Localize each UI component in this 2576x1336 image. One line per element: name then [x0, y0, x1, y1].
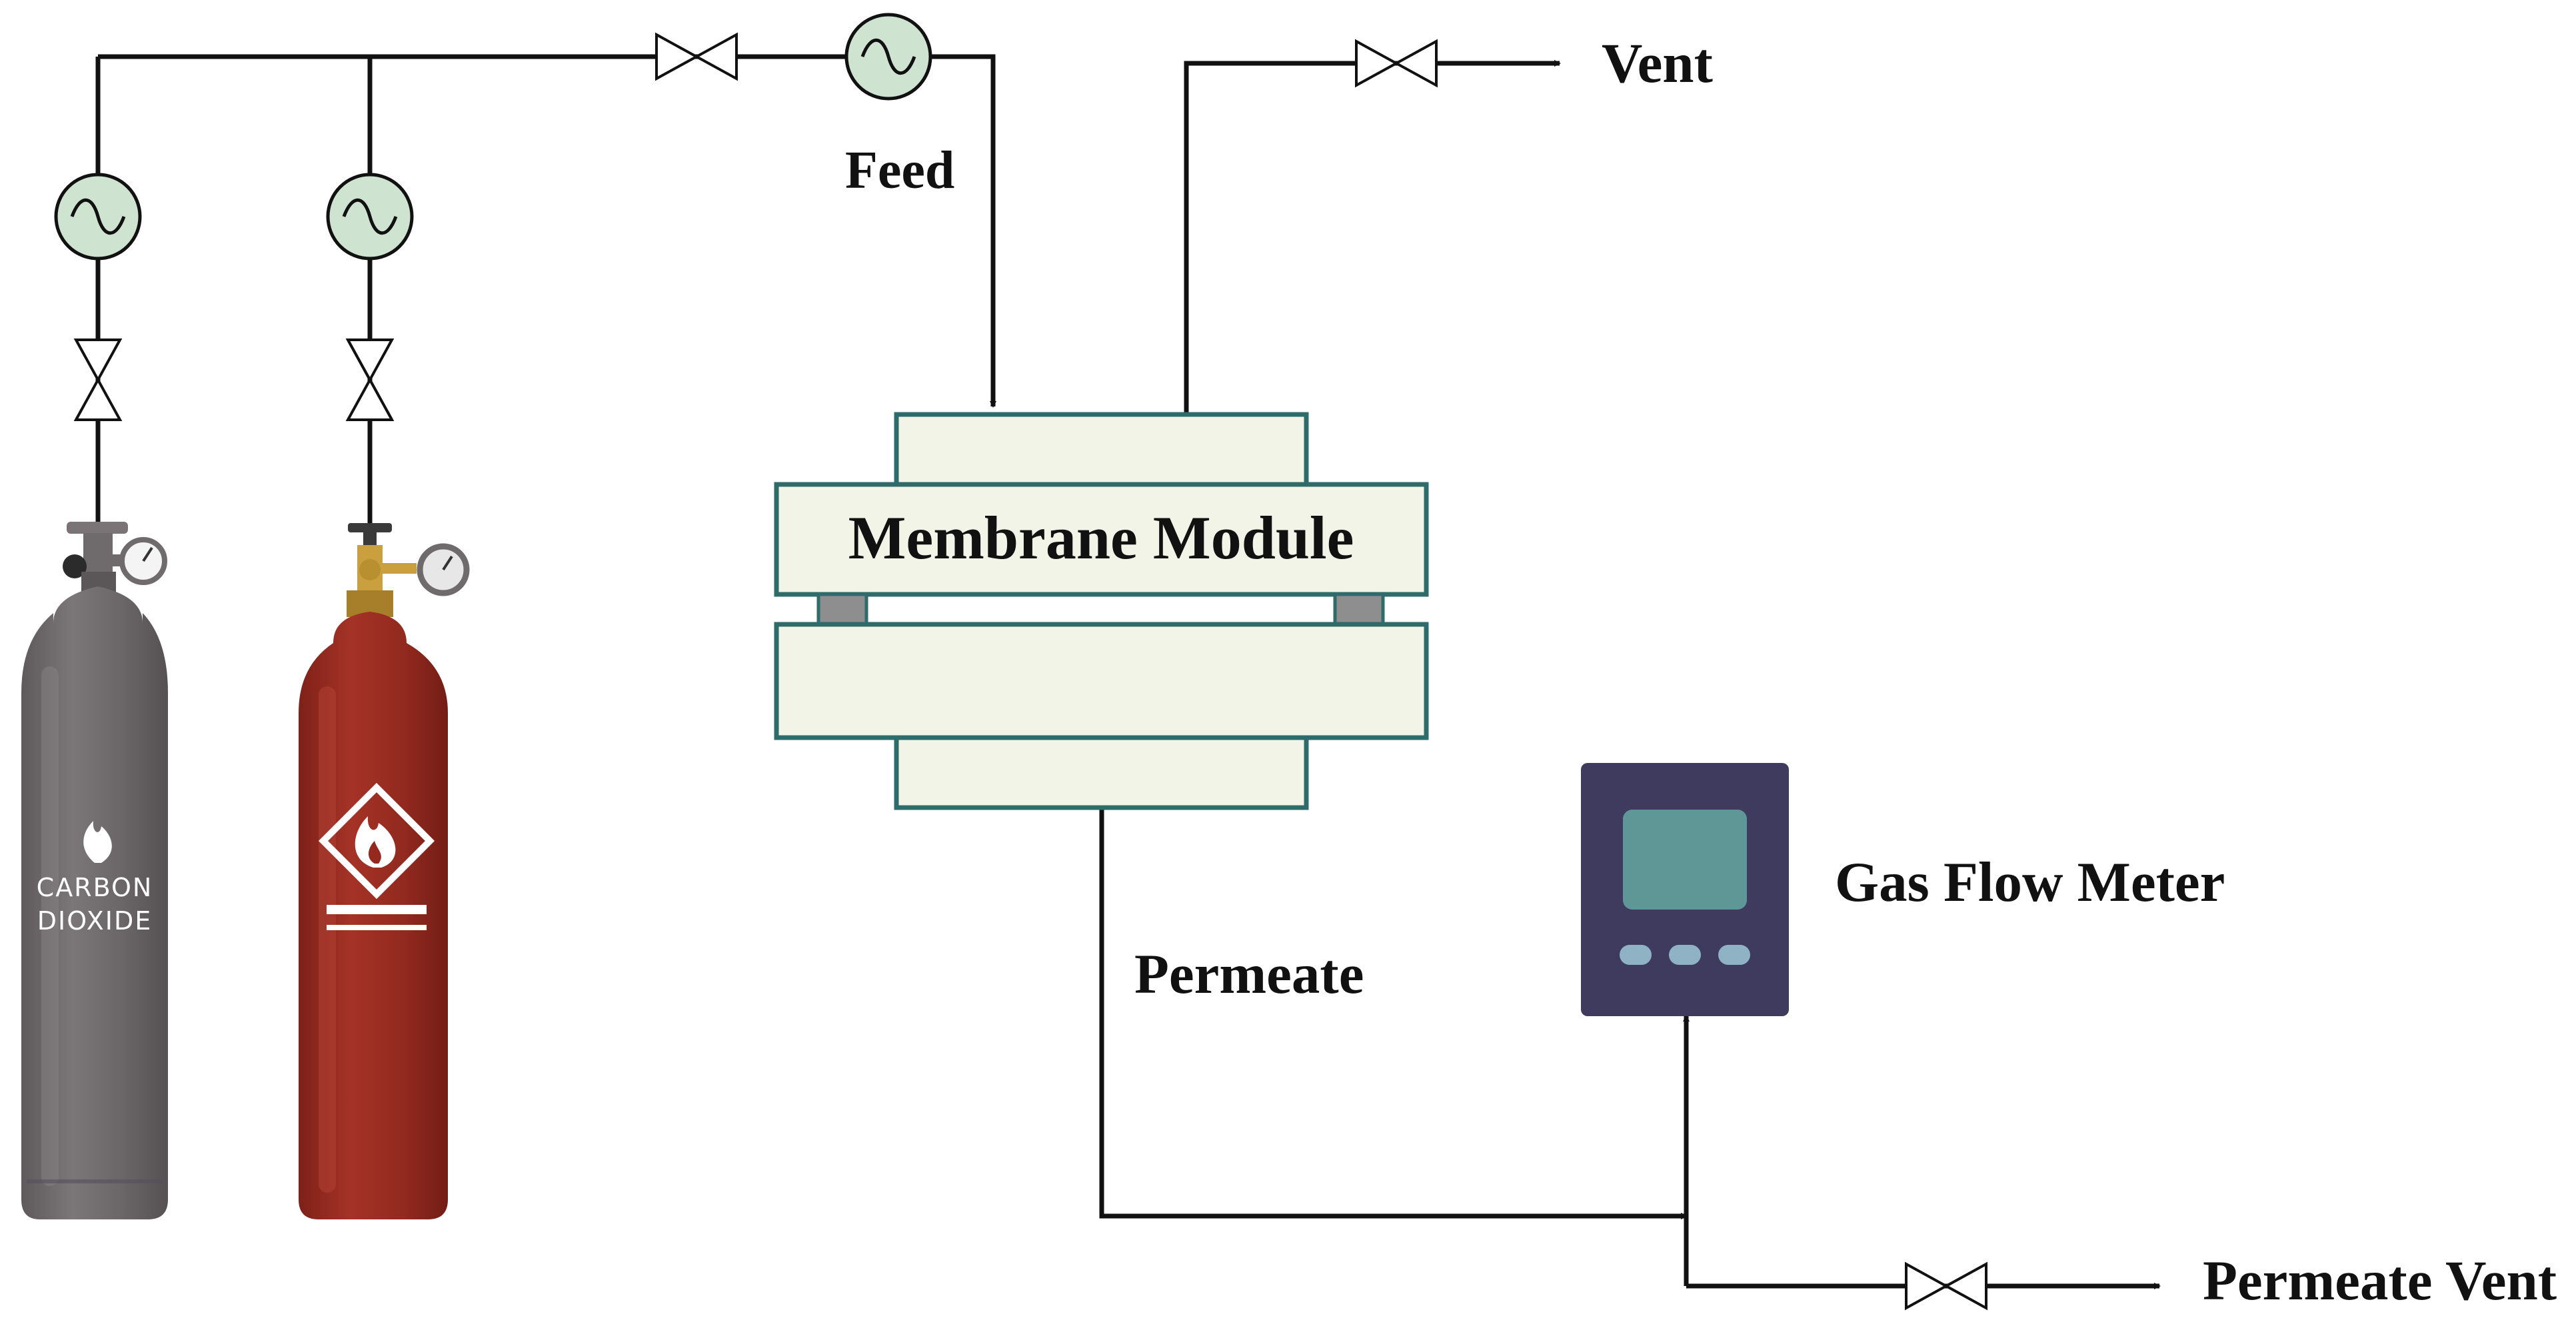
permeate-label: Permeate — [1134, 943, 1364, 1005]
flammable-hazard-icon — [318, 782, 435, 900]
co2-valve-icon[interactable] — [73, 338, 123, 421]
co2-cylinder: CARBON DIOXIDE — [21, 522, 168, 1219]
sine-wave-icon — [342, 198, 398, 235]
vent-label: Vent — [1602, 32, 1713, 95]
module-top-cap — [894, 412, 1309, 487]
flame-icon — [83, 821, 112, 863]
meter-button[interactable] — [1669, 945, 1701, 965]
feed-flow-controller[interactable] — [844, 13, 932, 101]
feed-header-line — [98, 54, 996, 408]
module-spacer — [816, 592, 868, 626]
meter-button[interactable] — [1620, 945, 1652, 965]
piping — [95, 54, 2161, 1289]
module-upper-plate — [774, 482, 1429, 597]
vent-valve-icon[interactable] — [1355, 39, 1438, 88]
co2-flow-controller[interactable] — [54, 173, 142, 261]
co2-label-line1: CARBON — [37, 873, 153, 902]
module-spacer — [1333, 592, 1385, 626]
feed-valve-icon[interactable] — [655, 32, 738, 81]
retentate-vent-line — [1184, 60, 1561, 413]
permeate-vent-valve-icon[interactable] — [1905, 1261, 1987, 1311]
gas-flow-meter-label: Gas Flow Meter — [1835, 851, 2225, 914]
mass-flow-controllers — [54, 13, 932, 261]
permeate-vent-label: Permeate Vent — [2203, 1249, 2557, 1312]
permeate-line — [1099, 810, 1688, 1219]
sine-wave-icon — [70, 198, 126, 235]
cylinder-stripe — [327, 925, 427, 930]
module-lower-plate — [774, 622, 1429, 740]
gas-flow-meter[interactable] — [1581, 763, 1789, 1016]
red-gas-flow-controller[interactable] — [326, 173, 414, 261]
membrane-module-label: Membrane Module — [848, 504, 1354, 572]
cylinder-stripe — [327, 905, 427, 914]
red-gas-cylinder — [299, 523, 470, 1219]
sine-wave-icon — [860, 38, 916, 75]
valves — [73, 32, 1987, 1311]
meter-button[interactable] — [1718, 945, 1750, 965]
membrane-module — [774, 412, 1429, 810]
co2-label-line2: DIOXIDE — [37, 906, 152, 936]
co2-handwheel-icon — [63, 554, 87, 578]
red-gas-valve-icon-part — [345, 338, 395, 421]
feed-label: Feed — [845, 141, 954, 200]
meter-screen — [1623, 810, 1747, 910]
module-bottom-cap — [894, 735, 1309, 810]
